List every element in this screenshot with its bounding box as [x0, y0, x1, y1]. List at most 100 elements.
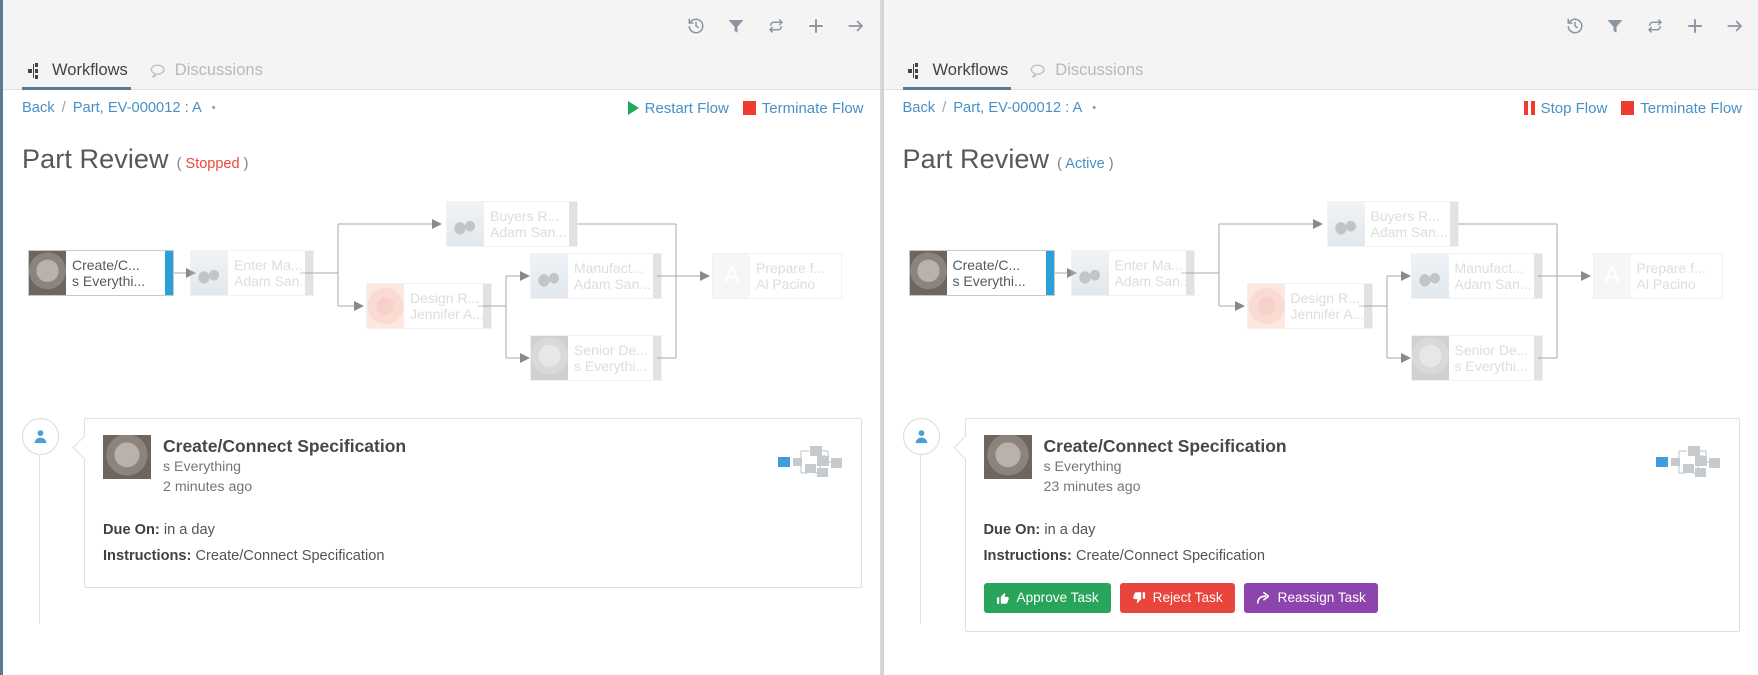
- tab-discussions[interactable]: Discussions: [1025, 61, 1160, 89]
- reject-task-button[interactable]: Reject Task: [1119, 583, 1235, 613]
- refresh-icon[interactable]: [767, 17, 786, 36]
- node-thumbnail-penguin: [1411, 254, 1449, 298]
- breadcrumb-dot: •: [211, 102, 216, 114]
- filter-icon[interactable]: [727, 17, 746, 36]
- terminate-flow-label: Terminate Flow: [1640, 99, 1742, 117]
- history-icon[interactable]: [1565, 17, 1584, 36]
- reassign-task-button[interactable]: Reassign Task: [1243, 583, 1378, 613]
- node-status-bar: [1185, 251, 1194, 295]
- tab-workflows-label: Workflows: [932, 61, 1009, 79]
- graph-node-manufacturing-review[interactable]: Manufact... Adam San...: [1410, 253, 1543, 299]
- tab-discussions[interactable]: Discussions: [145, 61, 280, 89]
- breadcrumb-separator: /: [942, 100, 947, 116]
- filter-icon[interactable]: [1605, 17, 1624, 36]
- person-icon: [915, 430, 927, 444]
- node-title: Prepare f...: [1636, 260, 1706, 276]
- node-title: Create/C...: [952, 257, 1021, 273]
- add-icon[interactable]: [1685, 17, 1704, 36]
- graph-node-senior-designer-review[interactable]: Senior De... s Everythi...: [1410, 335, 1543, 381]
- terminate-flow-label: Terminate Flow: [761, 99, 864, 117]
- node-assignee: Adam San...: [490, 224, 568, 240]
- task-due-label: Due On:: [103, 522, 160, 538]
- task-instructions-row: Instructions: Create/Connect Specificati…: [984, 543, 1722, 569]
- stop-flow-action[interactable]: Stop Flow: [1523, 99, 1608, 117]
- graph-node-buyers-review[interactable]: Buyers R... Adam San...: [446, 201, 578, 247]
- graph-node-create-connect-specification[interactable]: Create/C... s Everythi...: [28, 250, 174, 296]
- tab-discussions-label: Discussions: [174, 61, 263, 79]
- graph-node-prepare-for-release[interactable]: A Prepare f... Al Pacino: [712, 253, 842, 299]
- avatar: [902, 418, 940, 455]
- graph-node-senior-designer-review[interactable]: Senior De... s Everythi...: [530, 335, 662, 381]
- person-icon: [34, 430, 47, 444]
- graph-node-prepare-for-release[interactable]: A Prepare f... Al Pacino: [1592, 253, 1723, 299]
- left-task-section: Create/Connect Specification s Everythin…: [22, 418, 862, 624]
- node-thumbnail-koala: [1411, 336, 1449, 380]
- node-thumbnail-penguin: [531, 254, 568, 298]
- graph-node-manufacturing-review[interactable]: Manufact... Adam San...: [530, 253, 662, 299]
- task-card-body: Due On: in a day Instructions: Create/Co…: [983, 517, 1722, 613]
- node-status-bar: [1533, 254, 1542, 298]
- left-workflow-graph: Create/C... s Everythi... Enter Ma... Ad…: [0, 196, 880, 381]
- history-icon[interactable]: [687, 17, 706, 36]
- task-title: Create/Connect Specification: [163, 436, 407, 456]
- left-accent-rail: [0, 0, 3, 675]
- graph-node-design-review[interactable]: Design R... Jennifer A...: [1246, 283, 1373, 329]
- add-icon[interactable]: [807, 17, 826, 36]
- tab-workflows[interactable]: Workflows: [22, 61, 145, 90]
- breadcrumb-back-link[interactable]: Back: [902, 100, 936, 116]
- refresh-icon[interactable]: [1645, 17, 1664, 36]
- graph-node-buyers-review[interactable]: Buyers R... Adam San...: [1326, 201, 1459, 247]
- mini-workflow-diagram-icon[interactable]: [1655, 445, 1721, 479]
- task-title: Create/Connect Specification: [1043, 436, 1287, 456]
- node-title: Design R...: [410, 290, 480, 306]
- left-breadcrumb-row: Back / Part, EV-000012 : A • Restart Flo…: [3, 90, 880, 126]
- task-instructions-value: Create/Connect Specification: [195, 548, 385, 564]
- breadcrumb-item-link[interactable]: Part, EV-000012 : A: [953, 100, 1083, 116]
- mini-workflow-diagram-icon[interactable]: [777, 445, 843, 479]
- breadcrumb-dot: •: [1092, 102, 1097, 114]
- forward-arrow-icon[interactable]: [847, 17, 866, 36]
- page-title: Part Review: [22, 144, 169, 174]
- graph-node-enter-manufacturing[interactable]: Enter Ma... Adam San...: [190, 250, 314, 296]
- restart-flow-label: Restart Flow: [644, 99, 729, 117]
- forward-arrow-icon[interactable]: [1725, 17, 1744, 36]
- page-title: Part Review: [902, 144, 1050, 174]
- status-open-paren: (: [176, 156, 182, 172]
- timeline-connector: [919, 454, 921, 624]
- task-due-row: Due On: in a day: [984, 517, 1722, 543]
- node-thumbnail-penguin: [191, 251, 228, 295]
- approve-task-button[interactable]: Approve Task: [983, 583, 1111, 613]
- terminate-flow-action[interactable]: Terminate Flow: [742, 99, 864, 117]
- node-title: Manufact...: [1454, 260, 1524, 276]
- breadcrumb: Back / Part, EV-000012 : A •: [22, 100, 216, 116]
- node-thumbnail-koala: [531, 336, 568, 380]
- node-assignee: Adam San...: [1370, 224, 1448, 240]
- task-thumbnail: [983, 435, 1032, 479]
- node-status-bar: [653, 254, 661, 298]
- discussion-icon: [150, 62, 167, 79]
- pause-icon: [1523, 101, 1535, 115]
- graph-node-enter-manufacturing[interactable]: Enter Ma... Adam San...: [1070, 250, 1195, 296]
- task-timestamp: 2 minutes ago: [163, 479, 253, 495]
- task-owner: s Everything: [1043, 459, 1122, 475]
- node-status-bar: [1045, 251, 1054, 295]
- terminate-flow-action[interactable]: Terminate Flow: [1621, 100, 1742, 117]
- right-breadcrumb-row: Back / Part, EV-000012 : A • Stop Flow T…: [884, 90, 1758, 126]
- restart-flow-action[interactable]: Restart Flow: [627, 99, 729, 117]
- left-toolbar: [3, 0, 880, 52]
- node-initial-avatar: A: [1593, 254, 1631, 298]
- task-card: Create/Connect Specification s Everythin…: [964, 418, 1740, 632]
- tab-workflows[interactable]: Workflows: [902, 61, 1026, 90]
- status-close-paren: ): [243, 156, 249, 172]
- breadcrumb-back-link[interactable]: Back: [22, 100, 55, 116]
- thumbs-up-icon: [996, 591, 1010, 605]
- node-assignee: s Everythi...: [952, 273, 1026, 289]
- node-thumbnail-coral: [367, 284, 404, 328]
- stop-flow-label: Stop Flow: [1540, 99, 1608, 117]
- timeline-connector: [39, 454, 40, 624]
- node-status-bar: [483, 284, 491, 328]
- breadcrumb-item-link[interactable]: Part, EV-000012 : A: [72, 100, 202, 116]
- graph-node-design-review[interactable]: Design R... Jennifer A...: [366, 283, 492, 329]
- graph-node-create-connect-specification[interactable]: Create/C... s Everythi...: [908, 250, 1055, 296]
